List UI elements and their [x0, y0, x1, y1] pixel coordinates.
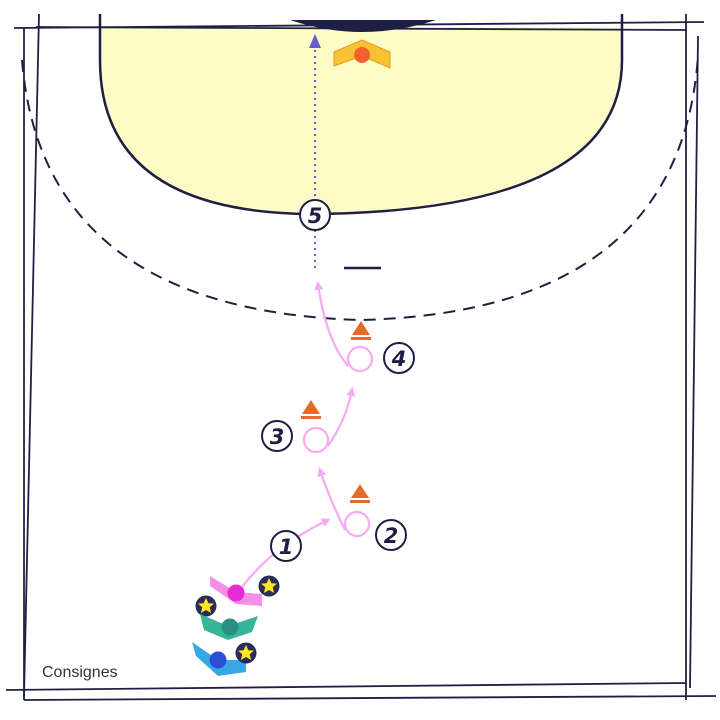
- caption: Consignes: [42, 664, 118, 681]
- cone-icon: [301, 400, 321, 419]
- player-icon: [192, 642, 246, 676]
- step-badge: 3: [261, 420, 293, 452]
- goal-area: [100, 27, 622, 214]
- cone-icon: [350, 484, 370, 503]
- player-icon: [210, 576, 262, 606]
- step-number: 3: [270, 425, 285, 449]
- player-icon: [200, 614, 258, 640]
- step-number: 5: [308, 204, 323, 228]
- free-throw-line: [21, 55, 699, 322]
- step-number: 1: [279, 535, 294, 559]
- cone-icon: [351, 321, 371, 340]
- ball-icon: [195, 595, 217, 617]
- shot-arrow-head: [309, 34, 321, 48]
- goalkeeper-icon: [333, 39, 391, 69]
- ball-icon: [258, 575, 280, 597]
- goal: [290, 20, 436, 32]
- player-path: [239, 281, 374, 591]
- step-number: 2: [384, 524, 399, 548]
- step-badge: 4: [383, 342, 415, 374]
- step-badge: 5: [299, 199, 331, 231]
- ball-icon: [235, 642, 257, 664]
- court-outline: [5, 13, 717, 701]
- step-badge: 2: [375, 519, 407, 551]
- step-number: 4: [391, 347, 407, 371]
- step-badge: 1: [270, 530, 302, 562]
